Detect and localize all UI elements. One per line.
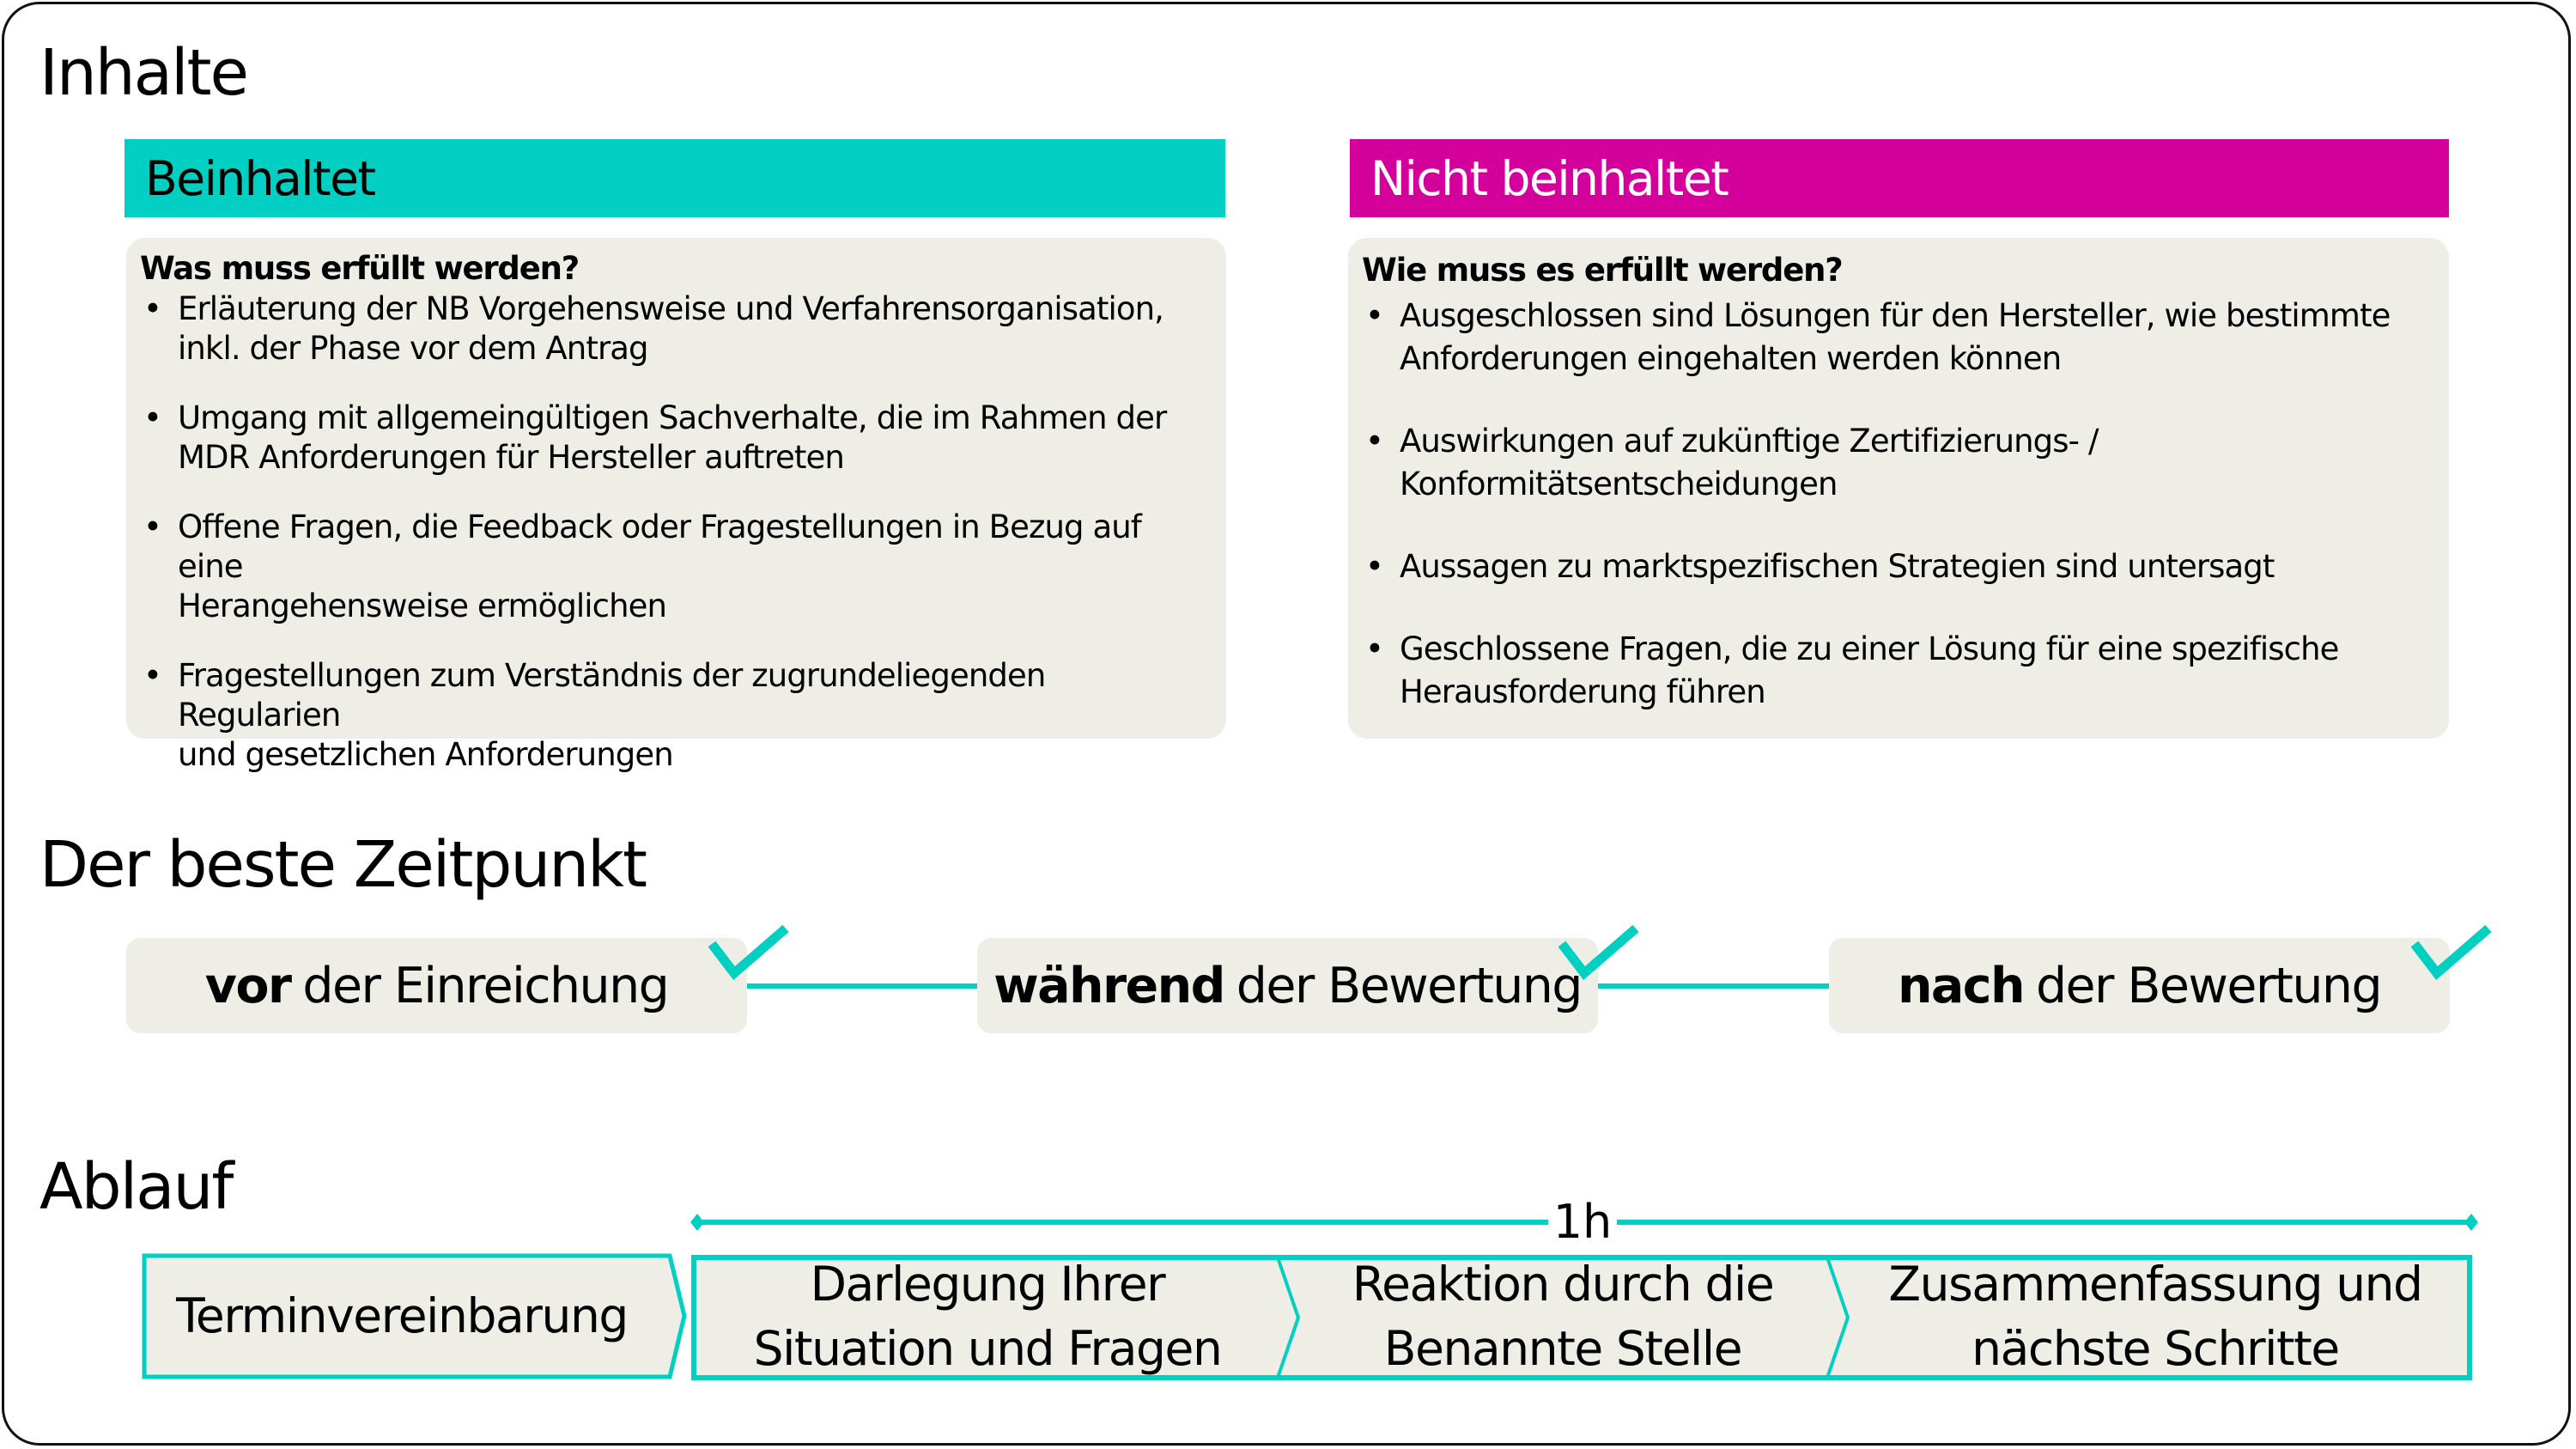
flow-divider-icon bbox=[1276, 1257, 1301, 1379]
range-end-icon bbox=[2464, 1214, 2478, 1231]
list-item: •Aussagen zu marktspezifischen Strategie… bbox=[1362, 545, 2435, 588]
flow-step-terminvereinbarung: Terminvereinbarung bbox=[176, 1288, 629, 1343]
list-item: •Ausgeschlossen sind Lösungen für den He… bbox=[1362, 295, 2435, 381]
bullet-icon: • bbox=[1365, 297, 1384, 335]
excluded-list: •Ausgeschlossen sind Lösungen für den He… bbox=[1362, 295, 2435, 714]
flow-group-box bbox=[691, 1255, 2472, 1380]
excluded-header: Nicht beinhaltet bbox=[1350, 139, 2449, 217]
list-item: •Auswirkungen auf zukünftige Zertifizier… bbox=[1362, 420, 2435, 506]
timeline-connector bbox=[1597, 983, 1829, 989]
timeline-connector bbox=[747, 983, 977, 989]
flow-step-shape bbox=[142, 1253, 687, 1379]
timeline-step-label: der Einreichung bbox=[302, 957, 669, 1014]
excluded-question: Wie muss es erfüllt werden? bbox=[1362, 252, 1844, 289]
included-card: Was muss erfüllt werden? •Erläuterung de… bbox=[126, 238, 1226, 773]
bullet-icon: • bbox=[143, 657, 162, 695]
bullet-icon: • bbox=[1365, 630, 1384, 668]
bullet-icon: • bbox=[1365, 423, 1384, 460]
checkmark-icon bbox=[708, 924, 789, 980]
checkmark-icon bbox=[1558, 924, 1639, 980]
included-question: Was muss erfüllt werden? bbox=[140, 250, 580, 287]
included-header-label: Beinhaltet bbox=[145, 150, 376, 206]
section-title-inhalte: Inhalte bbox=[39, 36, 249, 110]
flow-divider-icon bbox=[1826, 1257, 1850, 1379]
section-title-zeitpunkt: Der beste Zeitpunkt bbox=[39, 828, 647, 902]
list-item: •Umgang mit allgemeingültigen Sachverhal… bbox=[143, 399, 1167, 477]
timeline-step-emphasis: nach bbox=[1897, 957, 2026, 1014]
list-item: •Offene Fragen, die Feedback oder Frages… bbox=[143, 508, 1142, 625]
timeline-step-label: der Bewertung bbox=[2035, 957, 2383, 1014]
list-item: •Fragestellungen zum Verständnis der zug… bbox=[143, 657, 1046, 774]
range-start-icon bbox=[690, 1214, 704, 1231]
bullet-icon: • bbox=[143, 290, 162, 328]
bullet-icon: • bbox=[143, 399, 162, 437]
timeline-step-label: der Bewertung bbox=[1236, 957, 1583, 1014]
timeline-step-emphasis: vor bbox=[204, 957, 292, 1014]
list-item: •Erläuterung der NB Vorgehensweise und V… bbox=[143, 290, 1164, 368]
section-title-ablauf: Ablauf bbox=[39, 1150, 234, 1224]
duration-label: 1h bbox=[1548, 1196, 1617, 1248]
bullet-icon: • bbox=[143, 508, 162, 546]
timeline-step-emphasis: während bbox=[993, 957, 1225, 1014]
checkmark-icon bbox=[2411, 924, 2492, 980]
included-header: Beinhaltet bbox=[125, 139, 1225, 217]
included-list: •Erläuterung der NB Vorgehensweise und V… bbox=[140, 289, 1212, 775]
bullet-icon: • bbox=[1365, 548, 1384, 586]
list-item: •Geschlossene Fragen, die zu einer Lösun… bbox=[1362, 628, 2435, 714]
excluded-header-label: Nicht beinhaltet bbox=[1370, 150, 1729, 206]
excluded-card: Wie muss es erfüllt werden? •Ausgeschlos… bbox=[1348, 238, 2449, 739]
